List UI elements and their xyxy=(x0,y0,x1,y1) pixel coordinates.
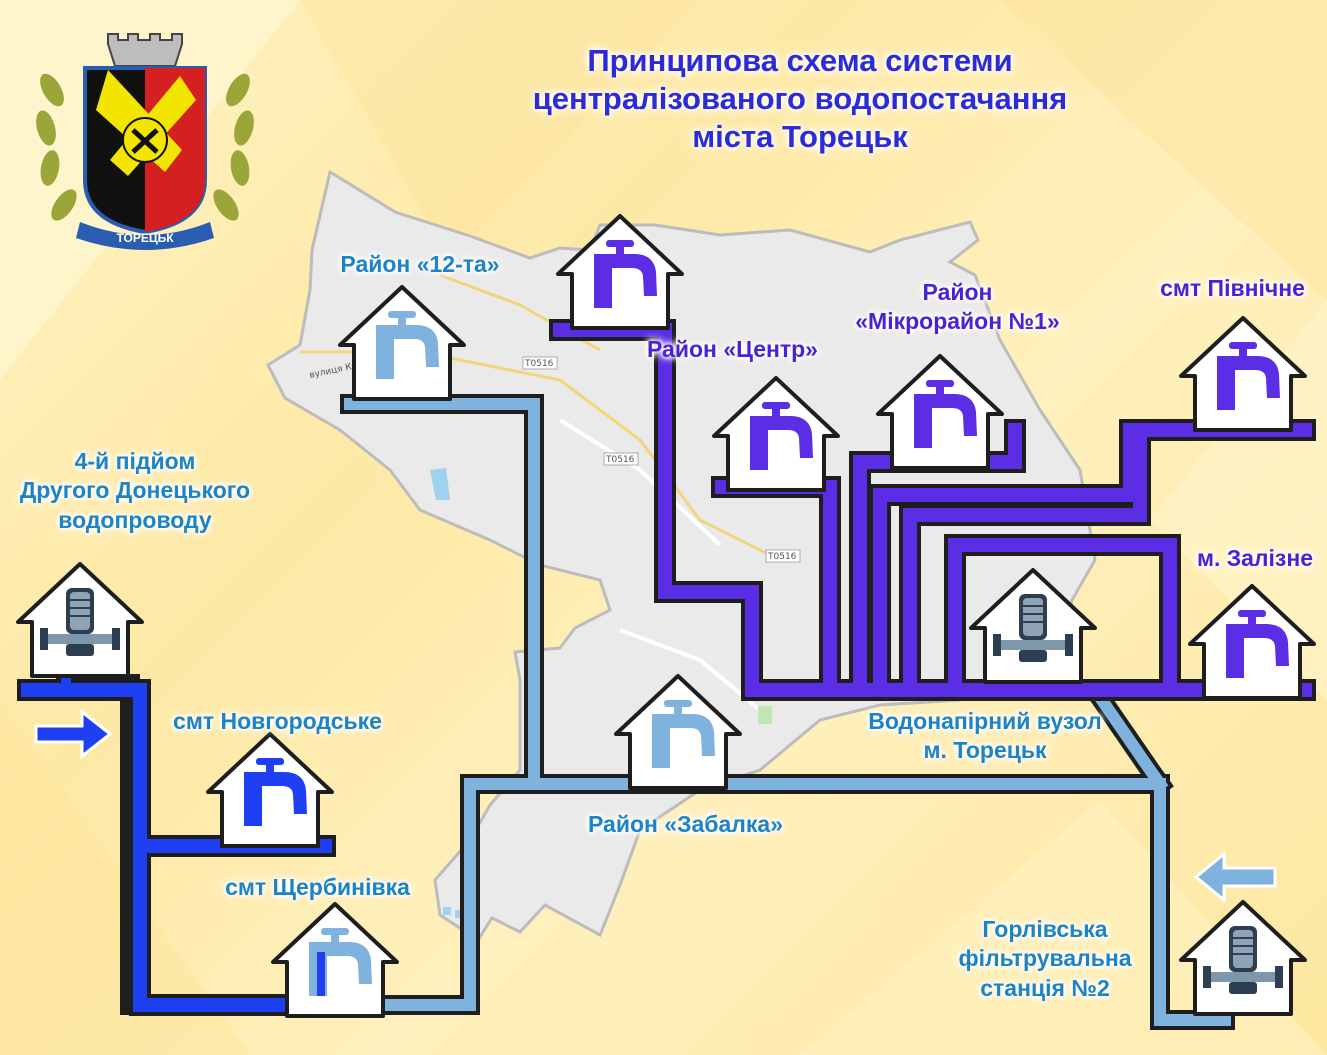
city-emblem: ТОРЕЦЬК xyxy=(36,33,254,250)
diagram-title: Принципова схема системи централізованог… xyxy=(470,42,1130,156)
title-line-3: міста Торецьк xyxy=(692,119,908,155)
house-pivnichne xyxy=(1179,316,1307,432)
laurel-left-icon xyxy=(36,73,77,221)
label-district-mikrorayon: Район «Мікрорайон №1» xyxy=(855,279,1060,335)
house-shcherbynivka xyxy=(271,902,399,1018)
label-smt-novhorodske: смт Новгородське xyxy=(173,708,382,734)
house-novhorodske xyxy=(206,732,334,848)
house-horlivska xyxy=(1179,900,1307,1016)
label-m-zalizne: м. Залізне xyxy=(1196,545,1314,571)
label-vodonapirnyi-vuzol: Водонапірний вузол м. Торецьк xyxy=(868,708,1102,764)
label-district-12ta: Район «12-та» xyxy=(340,251,500,277)
title-line-2: централізованого водопостачання xyxy=(532,81,1068,117)
house-zalizne xyxy=(1188,584,1316,700)
road-label: T0516 xyxy=(524,359,554,369)
arrow-right-icon xyxy=(34,708,113,760)
title-line-1: Принципова схема системи xyxy=(587,43,1013,78)
road-label: T0516 xyxy=(767,552,797,562)
road-label: T0516 xyxy=(605,455,635,465)
label-horlivska-station: Горлівська фільтрувальна станція №2 xyxy=(958,916,1132,1001)
emblem-ribbon-text: ТОРЕЦЬК xyxy=(116,231,174,245)
label-district-center: Район «Центр» xyxy=(647,336,818,362)
label-district-zabalka: Район «Забалка» xyxy=(588,811,783,837)
arrow-left-icon xyxy=(1193,850,1277,904)
house-pidyom xyxy=(16,562,144,678)
laurel-right-icon xyxy=(213,73,254,221)
label-pidyom: 4-й підйом Другого Донецького водопровод… xyxy=(19,448,251,533)
label-smt-shcherbynivka: смт Щербинівка xyxy=(225,874,410,900)
label-smt-pivnichne: смт Північне xyxy=(1160,275,1305,301)
